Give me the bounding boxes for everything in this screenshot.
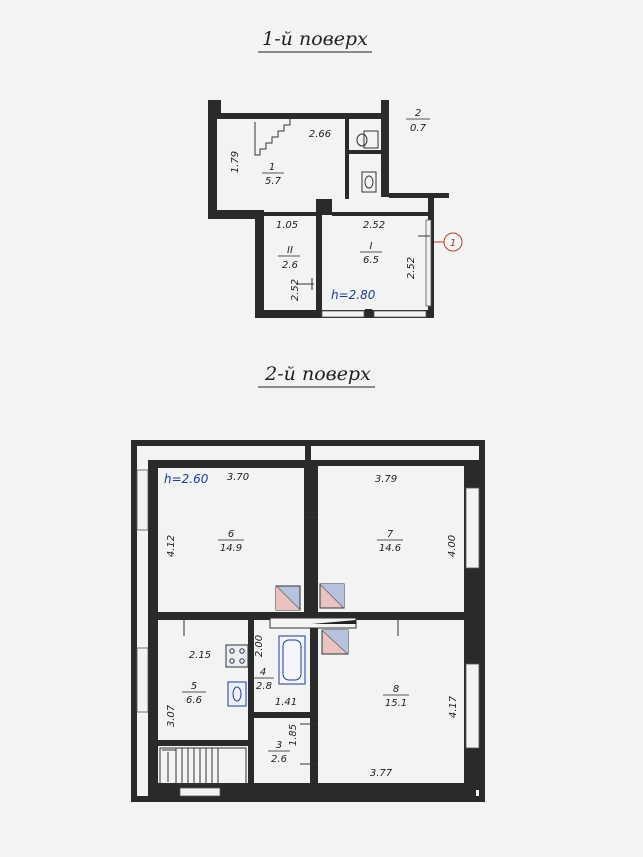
window [136, 647, 149, 713]
room-num: 5 [191, 681, 197, 692]
wall [311, 440, 479, 446]
room-area: 2.6 [271, 754, 287, 765]
wall [208, 210, 260, 219]
dimension: 2.15 [189, 650, 211, 661]
dimension: 2.52 [363, 220, 385, 231]
vent-duct [319, 583, 345, 609]
room-num: 1 [269, 162, 275, 173]
dimension: 4.17 [448, 695, 459, 718]
room-area: 14.9 [220, 543, 242, 554]
room-num: 3 [276, 740, 282, 751]
dimension: 3.77 [370, 768, 393, 779]
dimension: 3.79 [375, 474, 397, 485]
wall [345, 119, 349, 199]
partition [312, 620, 356, 624]
wall [255, 210, 264, 316]
wall [208, 100, 217, 218]
vent-duct [275, 585, 301, 611]
wall [148, 460, 158, 796]
room-area: 2.6 [282, 260, 298, 271]
window [465, 487, 480, 569]
wall [316, 199, 322, 312]
wall [305, 440, 311, 462]
dimension: 1.41 [275, 697, 297, 708]
wall [148, 460, 308, 468]
stairs [254, 119, 291, 156]
window [465, 663, 480, 749]
wall [137, 440, 307, 446]
room-num: 6 [228, 529, 234, 540]
room-area: 6.5 [363, 255, 379, 266]
room-area: 0.7 [410, 123, 427, 134]
marker-label: 1 [450, 238, 456, 249]
wall [304, 466, 318, 616]
room-num: 2 [415, 108, 421, 119]
toilet-icon [356, 130, 379, 149]
dimension: 4.12 [166, 535, 177, 557]
dimension: 2.52 [290, 279, 301, 301]
dimension: 1.85 [288, 724, 299, 746]
vent-duct [321, 629, 349, 655]
room-area: 2.8 [256, 681, 272, 692]
floor1-title: 1-й поверх [262, 28, 368, 50]
window [425, 219, 432, 307]
wall [217, 113, 381, 119]
stairs [159, 747, 247, 785]
room-num: I [370, 241, 373, 252]
wall [148, 783, 476, 797]
floor2-plan: 6 14.9 7 14.6 5 6.6 4 2.8 3 2.6 8 15.1 3… [131, 440, 485, 802]
sink-icon [227, 681, 247, 707]
wall [345, 150, 381, 154]
dimension: 4.00 [447, 535, 458, 557]
column [365, 309, 372, 317]
dimension: 2.66 [309, 129, 331, 140]
dimension: 1.79 [230, 151, 241, 173]
stove-icon [225, 644, 249, 668]
dimension: 2.52 [406, 257, 417, 279]
room-area: 5.7 [265, 176, 282, 187]
window [136, 469, 149, 531]
room-num: 4 [260, 667, 266, 678]
wall [248, 620, 254, 745]
wall [264, 212, 316, 216]
ceiling-height: h=2.80 [331, 288, 376, 302]
dimension: 3.07 [166, 704, 177, 727]
wall [304, 460, 470, 466]
room-num: II [287, 245, 293, 256]
room-area: 15.1 [385, 698, 407, 709]
dimension: 1.05 [276, 220, 298, 231]
window [179, 787, 221, 797]
ceiling-height: h=2.60 [164, 472, 209, 486]
floor2-title: 2-й поверх [264, 363, 371, 385]
dimension: 3.70 [227, 472, 249, 483]
wall [381, 100, 389, 197]
room-num: 8 [393, 684, 399, 695]
room-area: 6.6 [186, 695, 202, 706]
wall [248, 745, 254, 783]
bathtub-icon [278, 635, 306, 685]
floor1-plan: 1 5.7 2 0.7 I 6.5 II 2.6 2.66 1.79 1.05 … [208, 100, 463, 318]
wall [158, 740, 254, 746]
wall [310, 620, 318, 786]
dimension: 2.00 [254, 635, 265, 657]
marker-circle [443, 232, 463, 252]
room-num: 7 [387, 529, 394, 540]
wall [248, 712, 310, 718]
wall [158, 612, 468, 620]
wall [217, 100, 221, 118]
window [373, 310, 427, 318]
window [321, 310, 365, 318]
room-area: 14.6 [379, 543, 401, 554]
wall [131, 796, 485, 802]
wall [332, 212, 428, 216]
sink-icon [361, 171, 377, 193]
wall [479, 440, 485, 802]
wall [389, 193, 449, 198]
wall [131, 440, 137, 800]
